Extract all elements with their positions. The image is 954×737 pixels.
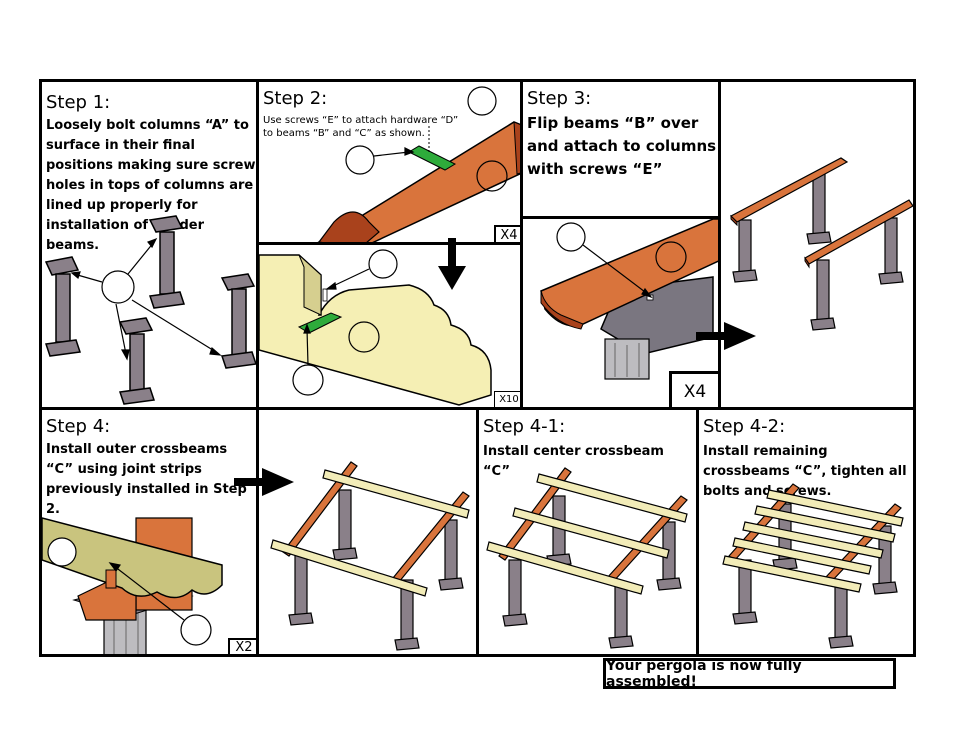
step2-beam-illustration (316, 86, 521, 243)
step3-result-illustration (730, 157, 913, 331)
step3-count: X4 (669, 371, 719, 408)
step2-detail-illustration (259, 249, 492, 406)
step2-detail-count: X10 (494, 391, 521, 408)
step2-detail-panel: X10 (256, 242, 524, 411)
step4-panel: Step 4: Install outer crossbeams “C” usi… (39, 407, 260, 657)
completion-message: Your pergola is now fully assembled! (603, 658, 896, 690)
step1-columns-illustration (44, 215, 256, 405)
step2-panel: Use screws “E” to attach hardware “D” to… (256, 79, 524, 246)
step3-detail-panel: X4 (520, 216, 722, 411)
step4-title: Step 4: (46, 416, 111, 437)
step4-1-title: Step 4-1: (483, 416, 566, 437)
step4-detail-illustration (42, 517, 223, 654)
step1-panel: Step 1: Loosely bolt columns “A” to surf… (39, 79, 259, 411)
step4-1-text: Install center crossbeam “C” (483, 444, 664, 479)
step4-2-text: Install remaining crossbeams “C”, tighte… (703, 444, 907, 499)
step4-count: X2 (228, 638, 257, 654)
step2-title: Step 2: (263, 88, 328, 109)
step4-2-panel: Step 4-2: Install remaining crossbeams “… (696, 407, 916, 657)
step2-text: Use screws “E” to attach hardware “D” to… (263, 115, 459, 139)
step3-result-panel (718, 79, 916, 411)
step4-text: Install outer crossbeams “C” using joint… (46, 442, 247, 517)
step3-text: Flip beams “B” over and attach to column… (527, 114, 717, 178)
step4-2-title: Step 4-2: (703, 416, 786, 437)
step3-detail-illustration (540, 219, 719, 380)
step1-title: Step 1: (46, 92, 111, 113)
step4-result-panel (256, 407, 480, 657)
step4-1-illustration (486, 467, 688, 649)
step4-result-illustration (270, 461, 470, 651)
step3-panel: Step 3: Flip beams “B” over and attach t… (520, 79, 722, 220)
step2-count: X4 (494, 225, 521, 243)
step4-2-illustration (722, 483, 904, 649)
step4-1-panel: Step 4-1: Install center crossbeam “C” (476, 407, 700, 657)
step3-title: Step 3: (527, 88, 592, 109)
